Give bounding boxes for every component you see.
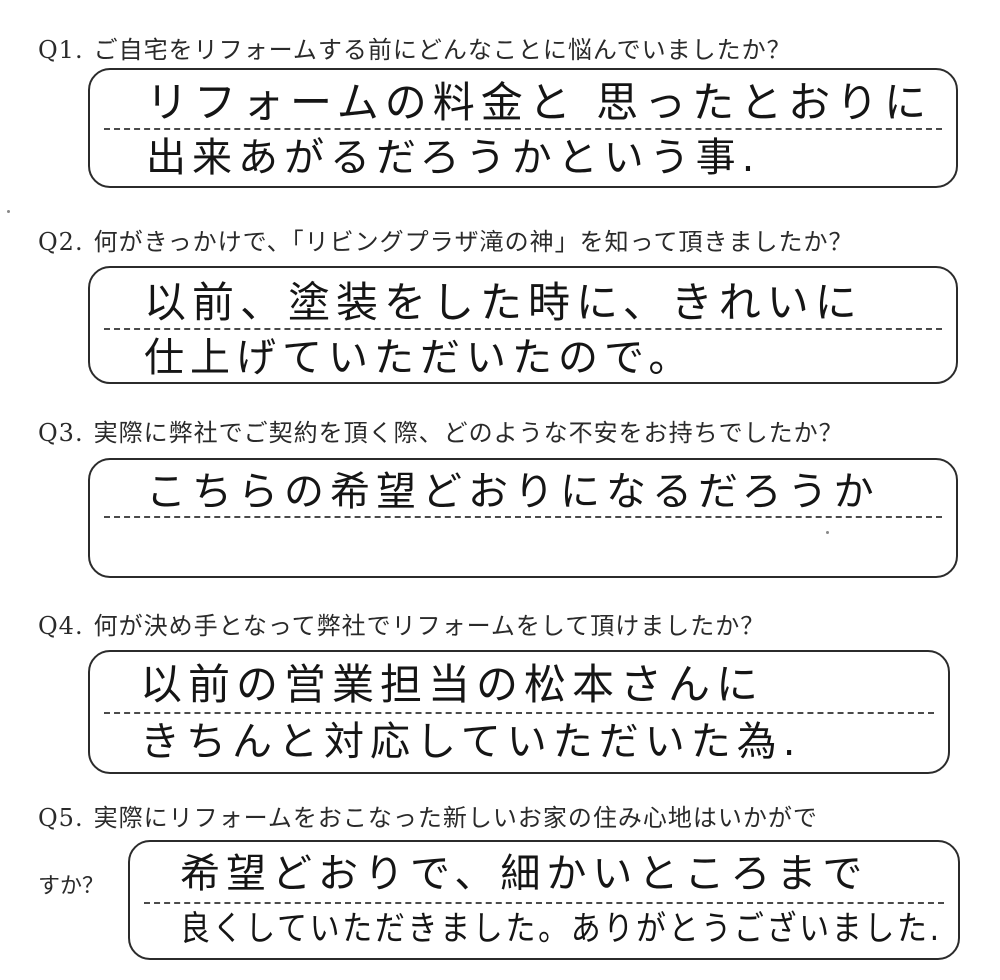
q1-answer-guideline-1 <box>104 128 942 130</box>
scan-speck <box>7 210 10 213</box>
q3-number: Q3. <box>38 419 84 447</box>
q1-text: ご自宅をリフォームする前にどんなことに悩んでいましたか？ <box>93 36 792 64</box>
q2-answer-line-2: 仕上げていただいたので。 <box>144 335 695 381</box>
q5-number: Q5. <box>38 804 84 832</box>
q2-number: Q2. <box>38 228 84 256</box>
q1-answer-line-2: 出来あがるだろうかという事. <box>146 135 761 181</box>
q1-answer-box: リフォームの料金と 思ったとおりに 出来あがるだろうかという事. <box>88 68 958 188</box>
q4-number: Q4. <box>38 612 84 640</box>
q1-number: Q1. <box>38 36 84 64</box>
q4-answer-guideline-1 <box>104 712 934 714</box>
q4-text: 何が決め手となって弊社でリフォームをして頂けましたか？ <box>93 612 766 640</box>
q2-answer-box: 以前、塗装をした時に、きれいに 仕上げていただいたので。 <box>88 266 958 384</box>
q1-question: Q1. ご自宅をリフォームする前にどんなことに悩んでいましたか？ <box>38 30 792 65</box>
q4-answer-line-2: きちんと対応していただいた為. <box>140 719 802 765</box>
q3-text: 実際に弊社でご契約を頂く際、どのような不安をお持ちでしたか？ <box>93 419 844 447</box>
q2-answer-line-1: 以前、塗装をした時に、きれいに <box>144 278 863 327</box>
q5-text: 実際にリフォームをおこなった新しいお家の住み心地はいかがで <box>93 804 818 832</box>
q5-answer-box: 希望どおりで、細かいところまで 良くしていただきました。ありがとうございました. <box>128 840 960 960</box>
q3-question: Q3. 実際に弊社でご契約を頂く際、どのような不安をお持ちでしたか？ <box>38 413 844 448</box>
q5-answer-guideline-1 <box>144 902 944 904</box>
q2-answer-guideline-1 <box>104 328 942 330</box>
q5-answer-line-1: 希望どおりで、細かいところまで <box>180 851 869 897</box>
q5-question: Q5. 実際にリフォームをおこなった新しいお家の住み心地はいかがで <box>38 798 818 833</box>
q4-question: Q4. 何が決め手となって弊社でリフォームをして頂けましたか？ <box>38 606 765 641</box>
q2-text: 何がきっかけで、「リビングプラザ滝の神」を知って頂きましたか？ <box>93 228 854 256</box>
q4-answer-box: 以前の営業担当の松本さんに きちんと対応していただいた為. <box>88 650 950 774</box>
scan-speck <box>826 531 829 534</box>
q1-answer-line-1: リフォームの料金と 思ったとおりに <box>146 78 933 127</box>
q3-answer-line-1: こちらの希望どおりになるだろうか <box>146 469 880 515</box>
q3-answer-box: こちらの希望どおりになるだろうか <box>88 458 958 578</box>
q4-answer-line-1: 以前の営業担当の松本さんに <box>140 660 765 709</box>
q5-answer-line-2: 良くしていただきました。ありがとうございました. <box>180 909 942 949</box>
q3-answer-guideline-1 <box>104 516 942 518</box>
q5-text-continuation: すか？ <box>38 874 105 899</box>
q2-question: Q2. 何がきっかけで、「リビングプラザ滝の神」を知って頂きましたか？ <box>38 222 853 257</box>
